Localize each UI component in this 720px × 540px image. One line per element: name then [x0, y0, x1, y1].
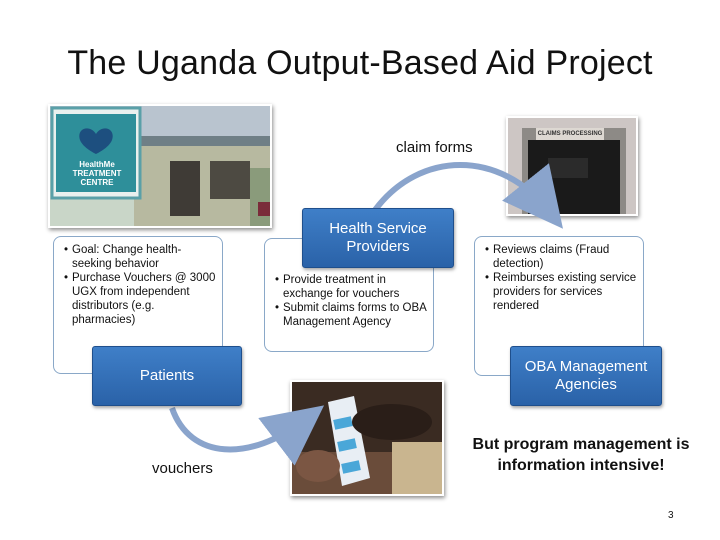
providers-box: Health Service Providers	[302, 208, 454, 268]
patients-box: Patients	[92, 346, 242, 406]
providers-bullet-treatment: Provide treatment in exchange for vouche…	[271, 273, 427, 301]
vouchers-label: vouchers	[152, 460, 213, 477]
providers-bullets: Provide treatment in exchange for vouche…	[271, 273, 427, 329]
claim-forms-label: claim forms	[396, 139, 473, 156]
claims-room-illustration	[508, 118, 636, 214]
agencies-bullets: Reviews claims (Fraud detection) Reimbur…	[481, 243, 637, 313]
patients-label: Patients	[139, 367, 195, 384]
agencies-bullet-review: Reviews claims (Fraud detection)	[481, 243, 637, 271]
claims-room-photo: CLAIMS PROCESSING	[506, 116, 638, 216]
voucher-photo	[290, 380, 444, 496]
providers-bullet-claims: Submit claims forms to OBA Management Ag…	[271, 301, 427, 329]
patients-bullet-vouchers: Purchase Vouchers @ 3000 UGX from indepe…	[60, 271, 216, 327]
emphasis-text: But program management is information in…	[472, 436, 690, 474]
patients-bullet-goal: Goal: Change health-seeking behavior	[60, 243, 216, 271]
slide-title: The Uganda Output-Based Aid Project	[67, 44, 653, 82]
voucher-illustration	[292, 382, 442, 494]
agencies-box: OBA Management Agencies	[510, 346, 662, 406]
agencies-label: OBA Management Agencies	[524, 358, 648, 393]
vouchers-arrow	[169, 405, 325, 466]
providers-label: Health Service Providers	[329, 220, 427, 255]
agencies-bullet-reimburse: Reimburses existing service providers fo…	[481, 271, 637, 313]
clinic-photo: HealthMe TREATMENT CENTRE	[48, 104, 272, 228]
claims-room-sign-text: CLAIMS PROCESSING	[537, 131, 603, 137]
clinic-illustration	[50, 106, 270, 226]
patients-bullets: Goal: Change health-seeking behavior Pur…	[60, 243, 216, 327]
page-number: 3	[668, 510, 674, 521]
clinic-sign-text: HealthMe TREATMENT CENTRE	[72, 160, 122, 187]
